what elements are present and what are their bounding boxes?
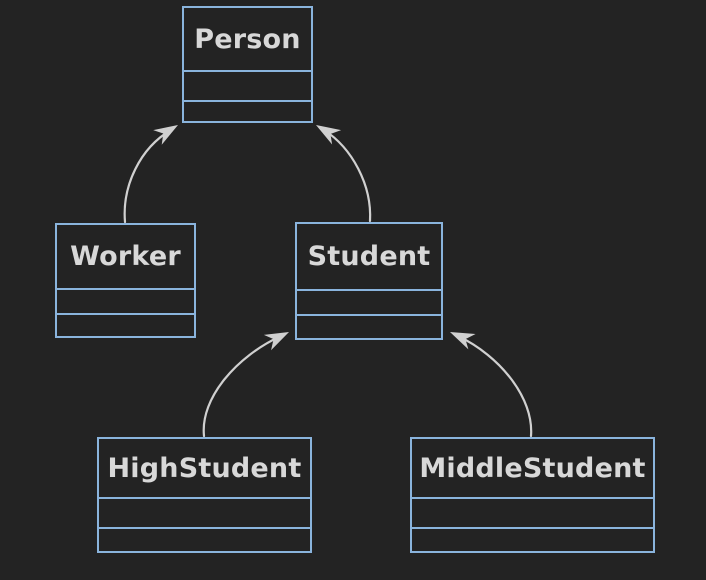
class-operations-compartment [412,529,653,551]
generalization-line [322,128,372,223]
uml-class-worker[interactable]: Worker [55,223,196,338]
generalization-line [456,334,533,438]
class-operations-compartment [99,529,310,551]
class-attributes-compartment [57,290,194,315]
class-name-label: Person [194,23,301,55]
uml-class-person[interactable]: Person [182,6,313,123]
class-name-compartment: Worker [57,225,194,290]
generalization-line [123,128,173,224]
generalization-arrowhead [153,125,178,145]
class-operations-compartment [57,315,194,336]
generalization-line [202,334,283,438]
class-attributes-compartment [184,72,311,102]
class-attributes-compartment [99,499,310,529]
class-operations-compartment [297,316,441,338]
generalization-arrowhead [450,332,476,350]
class-name-label: Worker [70,241,181,272]
class-attributes-compartment [412,499,653,529]
generalization-arrowhead [263,332,289,351]
class-name-label: HighStudent [107,452,302,484]
class-name-label: Student [307,241,431,272]
uml-class-highstudent[interactable]: HighStudent [97,437,312,553]
class-name-compartment: MiddleStudent [412,439,653,499]
class-attributes-compartment [297,291,441,316]
uml-class-middlestudent[interactable]: MiddleStudent [410,437,655,553]
class-name-compartment: HighStudent [99,439,310,499]
class-name-compartment: Person [184,8,311,72]
class-name-label: MiddleStudent [419,452,646,484]
uml-class-student[interactable]: Student [295,222,443,340]
class-name-compartment: Student [297,224,441,291]
class-operations-compartment [184,102,311,121]
generalization-arrowhead [316,125,342,145]
